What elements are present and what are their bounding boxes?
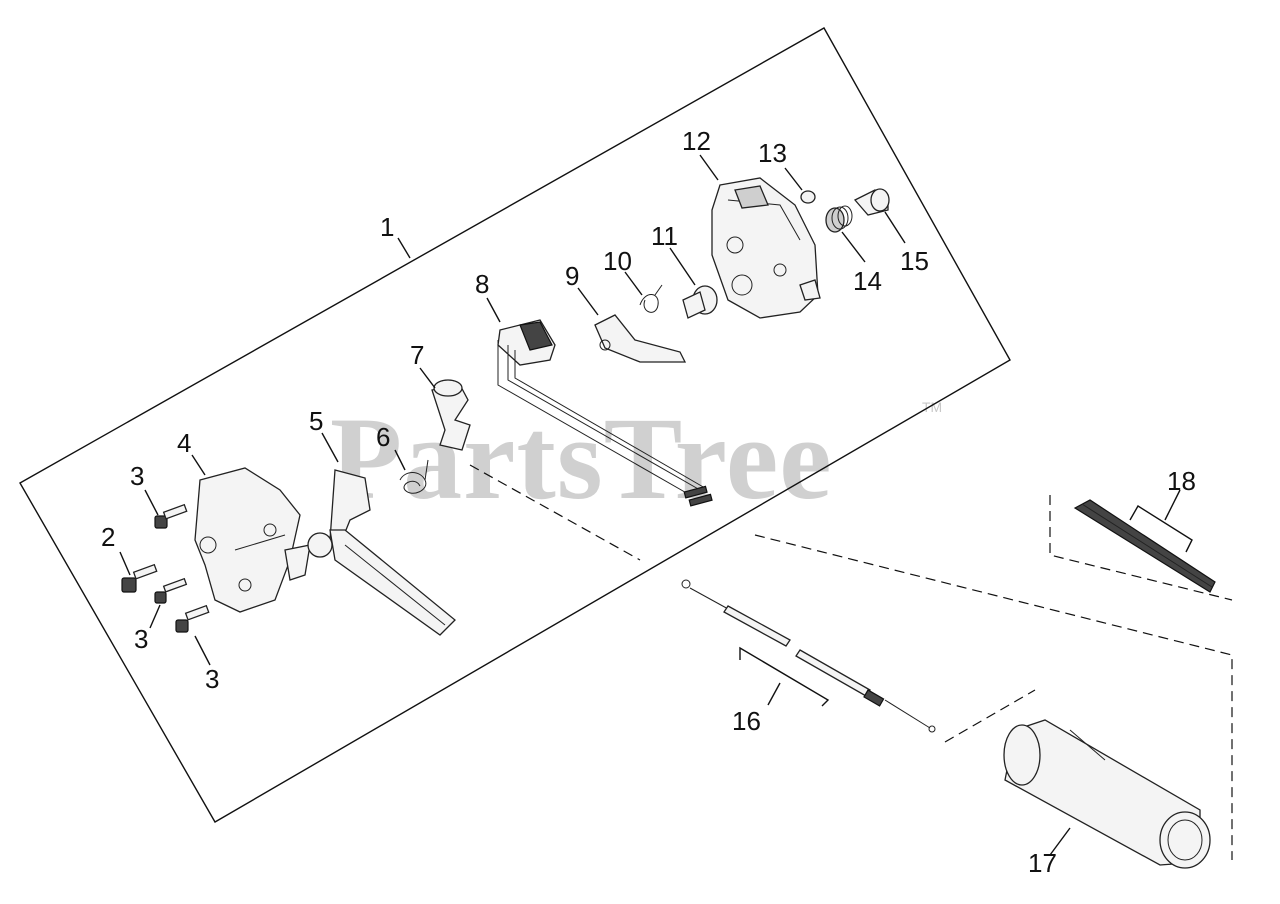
callout-11: 11	[651, 221, 678, 251]
nut-part	[800, 190, 816, 204]
leader-12	[699, 154, 719, 181]
leader-5	[321, 432, 339, 463]
leader-13	[784, 167, 803, 191]
callout-9: 9	[565, 261, 579, 291]
leader-18	[1164, 489, 1181, 521]
torsion-spring-part	[399, 459, 429, 494]
grip-part	[1003, 719, 1211, 869]
callout-13: 13	[758, 138, 787, 168]
guide-line-main	[469, 464, 641, 561]
leader-8	[486, 297, 501, 323]
leader-9	[577, 287, 599, 316]
callout-2: 2	[101, 522, 115, 552]
bracket-18	[1129, 505, 1193, 553]
leader-17	[1049, 827, 1071, 856]
callout-15: 15	[900, 246, 929, 276]
callout-10: 10	[603, 246, 632, 276]
leader-11	[669, 247, 696, 286]
leader-15	[884, 211, 906, 244]
screw-2	[121, 563, 158, 593]
callout-18: 18	[1167, 466, 1196, 496]
throttle-latch-part	[431, 379, 471, 451]
watermark-text: PartsTree	[330, 393, 833, 524]
throttle-cable-part	[681, 579, 936, 733]
assembly-outline	[19, 27, 1011, 823]
callout-3b: 3	[134, 624, 148, 654]
switch-with-wires-part	[497, 319, 713, 507]
housing-left-part	[194, 467, 311, 613]
callout-16: 16	[732, 706, 761, 736]
leader-3c	[194, 635, 211, 666]
callout-5: 5	[309, 406, 323, 436]
callout-17: 17	[1028, 848, 1057, 878]
coil-spring-small-part	[825, 205, 853, 233]
leader-1	[397, 237, 411, 259]
callout-1: 1	[380, 212, 394, 242]
lever-part	[594, 314, 687, 363]
trigger-lever-part	[307, 469, 456, 636]
callout-12: 12	[682, 126, 711, 156]
leader-6	[394, 449, 406, 471]
small-spring-part	[639, 284, 663, 313]
housing-right-part	[711, 177, 821, 319]
cap-part	[682, 285, 718, 319]
knob-part	[853, 188, 890, 216]
callout-4: 4	[177, 428, 191, 458]
callout-3a: 3	[130, 461, 144, 491]
leader-10	[624, 271, 643, 296]
callout-14: 14	[853, 266, 882, 296]
guide-line-cable	[944, 689, 1036, 743]
screw-3c	[175, 604, 210, 633]
bracket-16	[739, 646, 830, 707]
long-spring-part	[1073, 499, 1216, 593]
screw-3a	[154, 503, 188, 529]
leader-3a	[144, 489, 159, 516]
callout-7: 7	[410, 340, 424, 370]
leader-14	[841, 231, 866, 263]
guide-line-spring	[1049, 495, 1233, 601]
leader-2	[119, 551, 131, 576]
leader-3b	[149, 604, 161, 629]
screw-3b	[154, 577, 188, 604]
callout-6: 6	[376, 422, 390, 452]
guide-line-grip	[754, 534, 1233, 860]
leader-7	[419, 367, 436, 389]
callout-3c: 3	[205, 664, 219, 694]
callout-8: 8	[475, 269, 489, 299]
leader-16	[767, 682, 781, 706]
leader-4	[191, 454, 206, 476]
